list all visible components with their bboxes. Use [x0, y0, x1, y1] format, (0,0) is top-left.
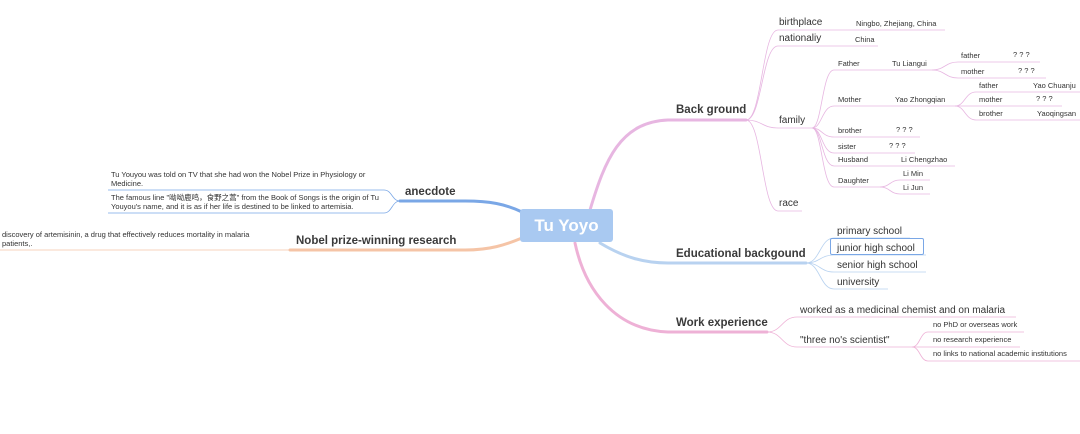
- topic-race[interactable]: race: [779, 198, 799, 209]
- family-brother-value[interactable]: ? ? ?: [896, 125, 913, 134]
- nobel-detail[interactable]: discovery of artemisinin, a drug that ef…: [2, 230, 250, 249]
- topic-birthplace[interactable]: birthplace: [779, 17, 823, 28]
- family-husband-value[interactable]: Li Chengzhao: [901, 155, 948, 164]
- topic-nationality[interactable]: nationaliy: [779, 33, 822, 44]
- education-item[interactable]: junior high school: [837, 243, 915, 254]
- work-item[interactable]: worked as a medicinal chemist and on mal…: [800, 305, 1006, 316]
- maternal-grandmother-value[interactable]: ? ? ?: [1036, 94, 1053, 103]
- branch-anecdote: [398, 199, 524, 214]
- work-subitem[interactable]: no links to national academic institutio…: [933, 349, 1067, 358]
- paternal-grandmother-value[interactable]: ? ? ?: [1018, 66, 1035, 75]
- maternal-grandfather-label[interactable]: father: [979, 81, 999, 90]
- family-daughter-value[interactable]: Li Jun: [903, 183, 924, 192]
- maternal-uncle-label[interactable]: brother: [979, 109, 1003, 118]
- family-husband-label[interactable]: Husband: [838, 155, 869, 164]
- topic-education[interactable]: Educational backgound: [676, 248, 806, 260]
- education-item[interactable]: senior high school: [837, 260, 918, 271]
- work-subitem[interactable]: no research experience: [933, 335, 1012, 344]
- birthplace-value[interactable]: Ningbo, Zhejiang, China: [856, 19, 937, 28]
- family-sister-value[interactable]: ? ? ?: [889, 141, 906, 150]
- paternal-grandmother-label[interactable]: mother: [961, 67, 985, 76]
- anecdote-item[interactable]: Tu Youyou was told on TV that she had wo…: [111, 170, 366, 189]
- education-item[interactable]: university: [837, 277, 880, 288]
- maternal-grandmother-label[interactable]: mother: [979, 95, 1003, 104]
- root-topic[interactable]: Tu Yoyo: [520, 209, 613, 242]
- topic-family[interactable]: family: [779, 115, 806, 126]
- work-subitem[interactable]: no PhD or overseas work: [933, 320, 1018, 329]
- work-item[interactable]: "three no's scientist": [800, 335, 890, 346]
- branch-nobel: [288, 236, 524, 252]
- nationality-value[interactable]: China: [855, 35, 875, 44]
- family-brother-label[interactable]: brother: [838, 126, 862, 135]
- maternal-grandfather-value[interactable]: Yao Chuanju: [1033, 81, 1076, 90]
- paternal-grandfather-value[interactable]: ? ? ?: [1013, 50, 1030, 59]
- paternal-grandfather-label[interactable]: father: [961, 51, 981, 60]
- family-daughter-value[interactable]: Li Min: [903, 169, 924, 178]
- family-father-label[interactable]: Father: [838, 59, 860, 68]
- topic-background[interactable]: Back ground: [676, 104, 747, 116]
- education-item[interactable]: primary school: [837, 226, 903, 237]
- branch-background: [588, 118, 748, 212]
- branch-education: [598, 241, 808, 265]
- branch-work: [573, 241, 769, 334]
- topic-work[interactable]: Work experience: [676, 317, 768, 329]
- family-mother-name[interactable]: Yao Zhongqian: [895, 95, 946, 104]
- family-father-name[interactable]: Tu Liangui: [892, 59, 927, 68]
- topic-anecdote[interactable]: anecdote: [405, 186, 456, 198]
- selection-outline: [830, 238, 924, 255]
- maternal-uncle-value[interactable]: Yaoqingsan: [1037, 109, 1077, 118]
- topic-nobel-research[interactable]: Nobel prize-winning research: [296, 235, 457, 247]
- family-sister-label[interactable]: sister: [838, 142, 856, 151]
- family-daughter-label[interactable]: Daughter: [838, 176, 869, 185]
- family-mother-label[interactable]: Mother: [838, 95, 862, 104]
- anecdote-item[interactable]: The famous line "呦呦鹿鸣，食野之蒿" from the Boo…: [111, 193, 379, 212]
